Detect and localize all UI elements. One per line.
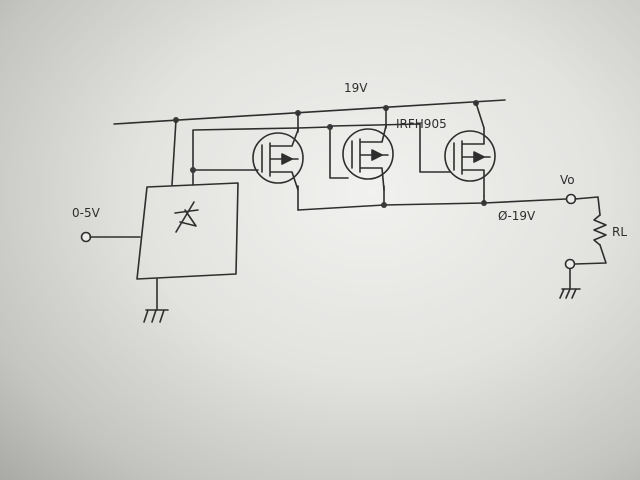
driver-supply-wire: [171, 119, 177, 186]
load-return-wire: [574, 244, 607, 265]
ground-icon: [143, 309, 169, 323]
output-junction: [381, 202, 387, 208]
driver-block: [136, 182, 239, 280]
input-terminal: [80, 231, 92, 243]
supply-rail: [113, 99, 506, 125]
ground-terminal: [564, 258, 576, 270]
load-wire: [574, 196, 601, 216]
mosfet-1: [252, 112, 304, 211]
output-range-label: Ø-19V: [498, 209, 536, 223]
output-terminal: [565, 193, 577, 205]
ground-icon: [559, 268, 581, 299]
load-resistor: [593, 214, 607, 246]
gate-link-wire: [297, 123, 451, 179]
mosfet-part-label: IRFH905: [396, 117, 447, 131]
output-node-label: Vo: [560, 173, 575, 187]
load-label: RL: [612, 225, 627, 239]
gate-junction: [190, 167, 196, 173]
supply-label: 19V: [344, 81, 368, 95]
gate-junction: [327, 124, 333, 130]
input-label: 0-5V: [72, 206, 101, 220]
mosfet-3: [444, 102, 496, 197]
mosfet-2: [342, 107, 394, 206]
output-bus: [297, 198, 567, 211]
